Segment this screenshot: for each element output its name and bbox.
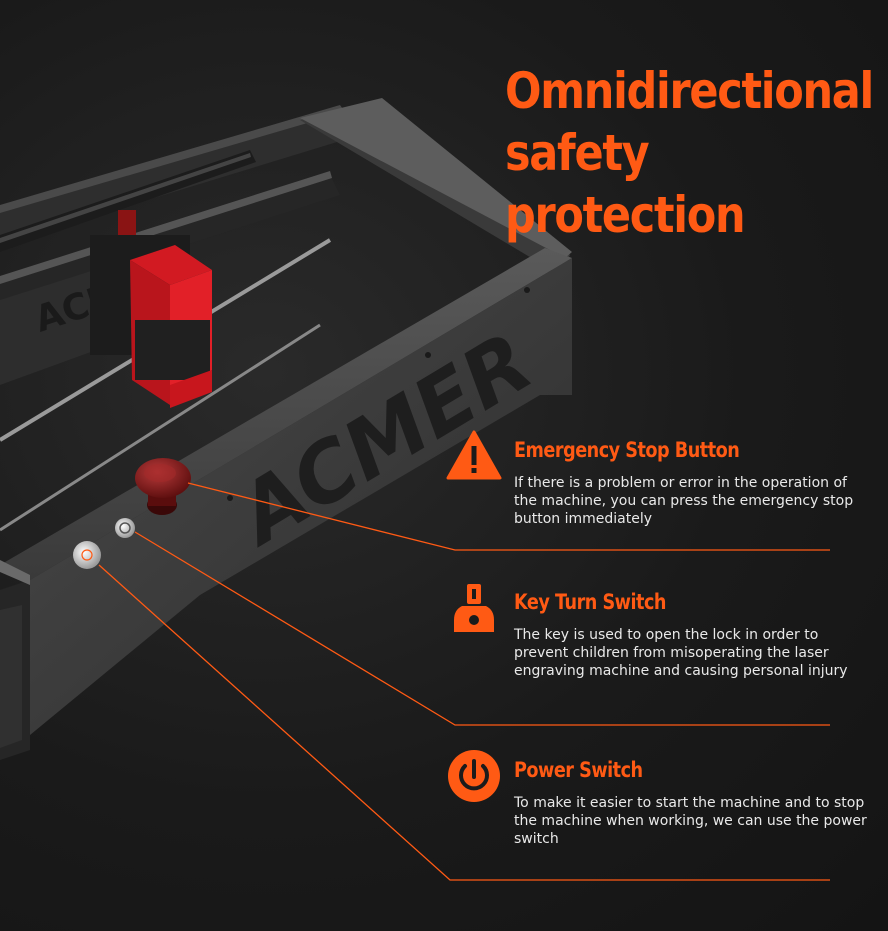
front-frame-top <box>0 248 572 580</box>
key-switch <box>115 518 135 538</box>
rear-rail-highlight <box>0 105 345 213</box>
key-icon <box>454 584 494 632</box>
callout-line-emergency <box>187 482 830 551</box>
frame-screws <box>227 287 530 501</box>
callout-lines <box>98 482 830 881</box>
feature-description: To make it easier to start the machine a… <box>514 795 867 847</box>
callout-line-key <box>134 531 830 726</box>
power-switch-button <box>73 541 101 569</box>
laser-module <box>90 210 212 408</box>
warning-triangle-icon <box>446 430 502 480</box>
power-icon <box>448 750 500 802</box>
emergency-stop-button <box>135 458 191 515</box>
front-left-leg-side <box>0 605 22 748</box>
right-rail-top <box>300 98 572 258</box>
callout-line-power <box>98 564 830 881</box>
left-rail <box>0 560 30 585</box>
front-frame-face <box>30 258 572 735</box>
gantry-beam-top <box>0 171 332 284</box>
page-title: Omnidirectional safety protection <box>505 60 874 246</box>
feature-title: Key Turn Switch <box>514 590 666 614</box>
title-line-1: Omnidirectional <box>505 62 874 120</box>
feature-description: If there is a problem or error in the op… <box>514 475 854 527</box>
feature-title: Emergency Stop Button <box>514 438 740 462</box>
guide-rod-2 <box>0 323 321 532</box>
title-line-2: safety protection <box>505 124 746 244</box>
feature-description: The key is used to open the lock in orde… <box>514 627 848 679</box>
gantry-plate <box>0 265 110 385</box>
feature-title: Power Switch <box>514 758 643 782</box>
cable-chain <box>0 150 256 252</box>
